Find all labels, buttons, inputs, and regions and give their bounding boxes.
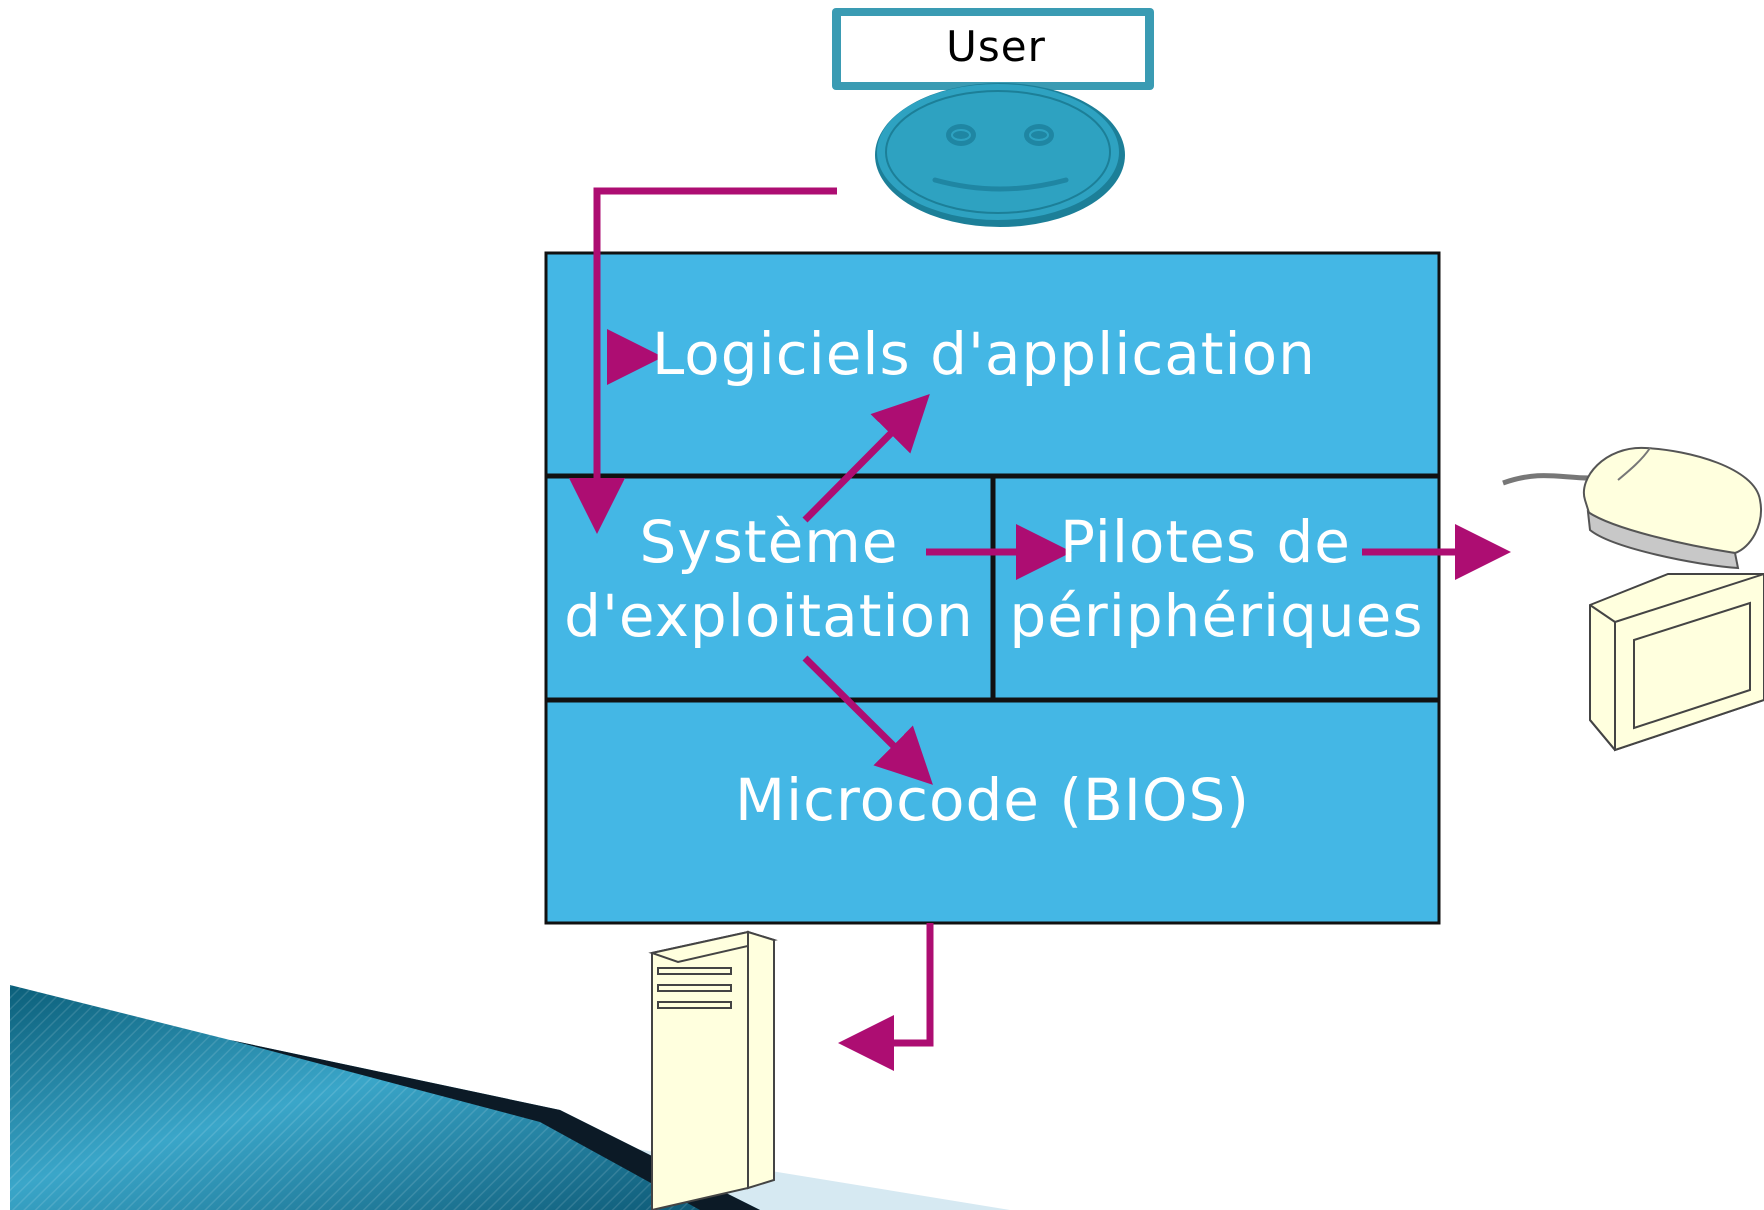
application-layer-label: Logiciels d'application <box>652 320 1316 388</box>
application-layer-box <box>544 251 1441 477</box>
decorative-wedge <box>10 985 1010 1210</box>
drivers-layer-box <box>992 475 1441 701</box>
computer-tower-icon <box>648 930 778 1210</box>
arrow-os-to-firmware <box>802 655 933 785</box>
drivers-layer-label-line1: Pilotes de <box>1060 508 1351 576</box>
flow-arrows <box>569 187 1511 1071</box>
os-layer-label-line2: d'exploitation <box>564 582 974 650</box>
firmware-layer-label: Microcode (BIOS) <box>734 766 1251 834</box>
arrow-os-to-applications <box>802 394 930 523</box>
user-label: User <box>946 22 1046 71</box>
arrow-firmware-to-hardware <box>838 923 934 1071</box>
monitor-icon <box>1589 572 1764 752</box>
firmware-layer-box <box>544 699 1441 925</box>
user-label-frame <box>832 8 1154 90</box>
os-layer-label-line1: Système <box>639 508 899 576</box>
arrow-user-to-os <box>569 187 837 534</box>
drivers-layer-label-line2: périphériques <box>1009 582 1424 650</box>
mouse-icon <box>1502 446 1762 570</box>
smiley-face-icon <box>875 83 1125 227</box>
